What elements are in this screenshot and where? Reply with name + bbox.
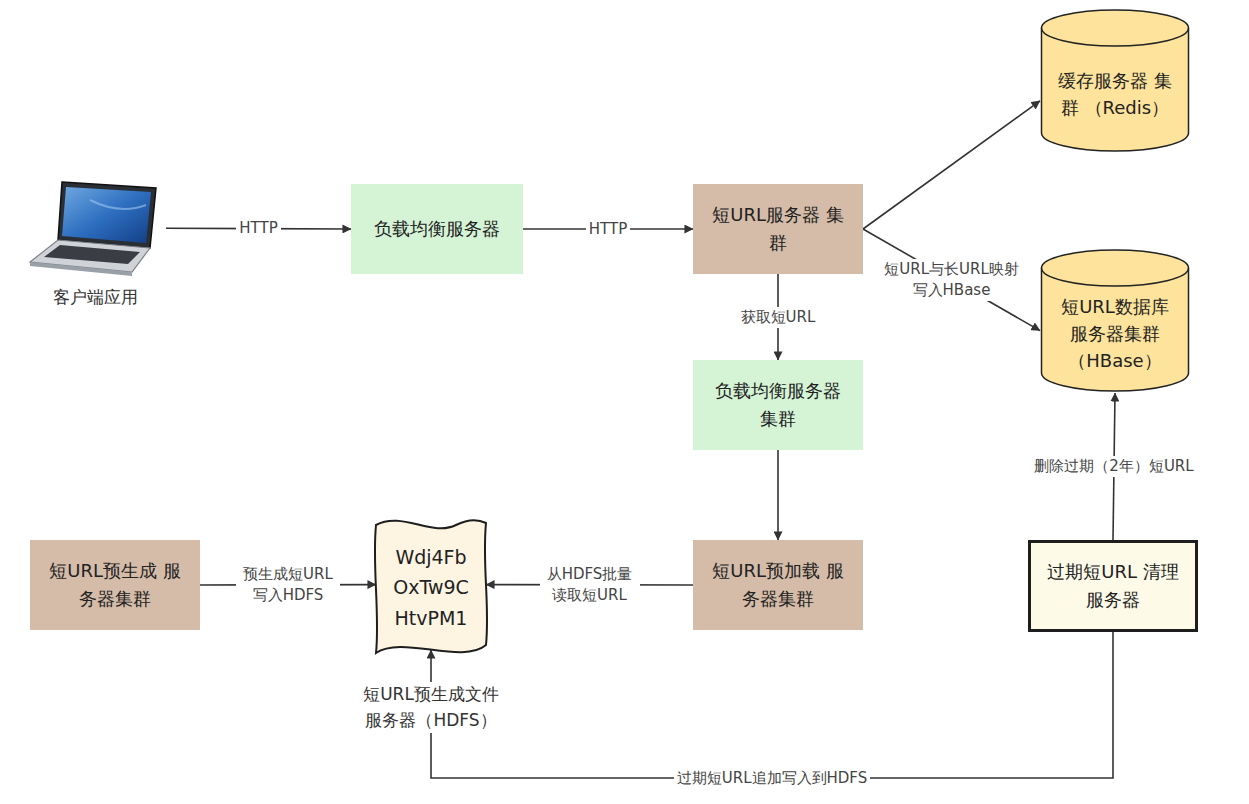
- node-text: 短URL服务器 集群: [708, 201, 848, 257]
- edge-label: 预生成短URL 写入HDFS: [236, 564, 340, 606]
- database-cylinder: 短URL数据库 服务器集群 （HBase）: [1040, 248, 1190, 393]
- server-cluster-box: 短URL服务器 集群: [693, 184, 863, 274]
- node-text: 短URL预生成 服务器集群: [45, 557, 185, 613]
- edge-label: 删除过期（2年）短URL: [1031, 456, 1196, 477]
- load-balancer-box: 负载均衡服务器 集群: [693, 360, 863, 450]
- node-text: 负载均衡服务器: [374, 215, 500, 243]
- cache-cylinder: 缓存服务器 集群 （Redis）: [1040, 8, 1190, 153]
- file-content: Wdj4Fb OxTw9C HtvPM1: [386, 542, 476, 633]
- edge-label: 获取短URL: [738, 307, 819, 328]
- client-laptop: 客户端应用: [24, 176, 166, 310]
- connector-arrow: [777, 450, 779, 540]
- server-cluster-box: 短URL预生成 服务器集群: [30, 540, 200, 630]
- file-caption: 短URL预生成文件 服务器（HDFS）: [355, 682, 507, 733]
- load-balancer-box: 负载均衡服务器: [351, 184, 523, 274]
- cleanup-server-box: 过期短URL 清理服务器: [1028, 540, 1198, 632]
- node-text: 缓存服务器 集群 （Redis）: [1056, 67, 1174, 121]
- edge-label: 短URL与长URL映射 写入HBase: [877, 259, 1026, 301]
- connector-arrow: [863, 101, 1040, 229]
- node-text: 负载均衡服务器 集群: [708, 377, 848, 433]
- laptop-icon: [30, 182, 156, 276]
- edge-label: HTTP: [586, 219, 630, 240]
- edge-label: HTTP: [236, 218, 280, 239]
- cylinder-outline: [1040, 248, 1190, 393]
- node-text: 短URL数据库 服务器集群 （HBase）: [1056, 293, 1174, 374]
- connector-arrow: [431, 632, 1113, 778]
- edge-label: 从HDFS批量 读取短URL: [540, 564, 640, 606]
- connector-arrow: [863, 229, 1040, 331]
- server-cluster-box: 短URL预加载 服务器集群: [693, 540, 863, 630]
- client-caption: 客户端应用: [53, 284, 138, 310]
- node-text: 过期短URL 清理服务器: [1043, 558, 1183, 614]
- node-text: 短URL预加载 服务器集群: [708, 557, 848, 613]
- file-shape: Wdj4Fb OxTw9C HtvPM1短URL预生成文件 服务器（HDFS）: [372, 515, 490, 660]
- edge-label: 过期短URL追加写入到HDFS: [674, 768, 870, 789]
